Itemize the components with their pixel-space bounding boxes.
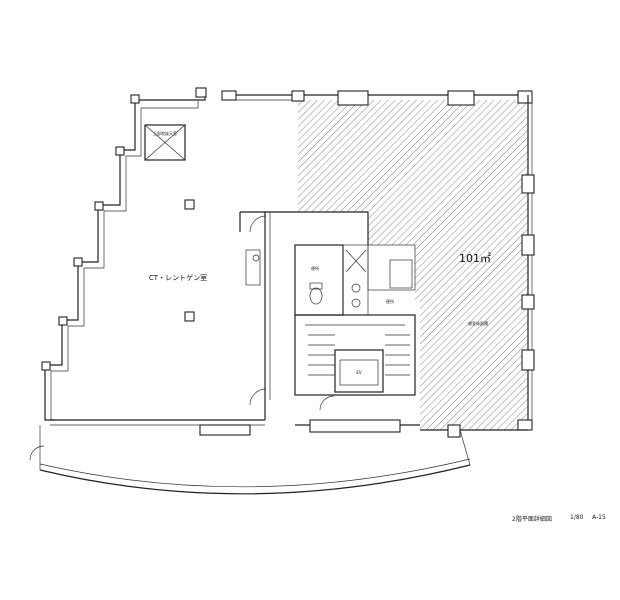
label-ct-room: CT・レントゲン室 bbox=[149, 273, 207, 282]
drawing-name: 2階平面詳細図 bbox=[512, 516, 552, 523]
sheet-number: A-15 bbox=[592, 514, 606, 521]
label-upper-light: 上部吹抜天窓 bbox=[153, 130, 177, 136]
label-area: 101㎡ bbox=[459, 252, 491, 265]
elevator-shaft bbox=[334, 349, 384, 393]
ct-room-column bbox=[184, 199, 195, 210]
stair-core bbox=[294, 314, 416, 396]
label-ev: EV bbox=[356, 370, 362, 375]
toilet-room bbox=[294, 244, 344, 316]
drawing-scale: 1/80 bbox=[570, 514, 584, 521]
label-lease-note: 貸室床面積 bbox=[468, 320, 488, 326]
curved-canopy bbox=[39, 464, 471, 495]
label-toilet-m: 便所 bbox=[311, 265, 319, 271]
label-toilet-w: 便所 bbox=[386, 298, 394, 304]
hatched-lease-area bbox=[298, 100, 528, 430]
exterior-wall-left bbox=[44, 95, 206, 421]
skylight-box bbox=[144, 124, 186, 161]
